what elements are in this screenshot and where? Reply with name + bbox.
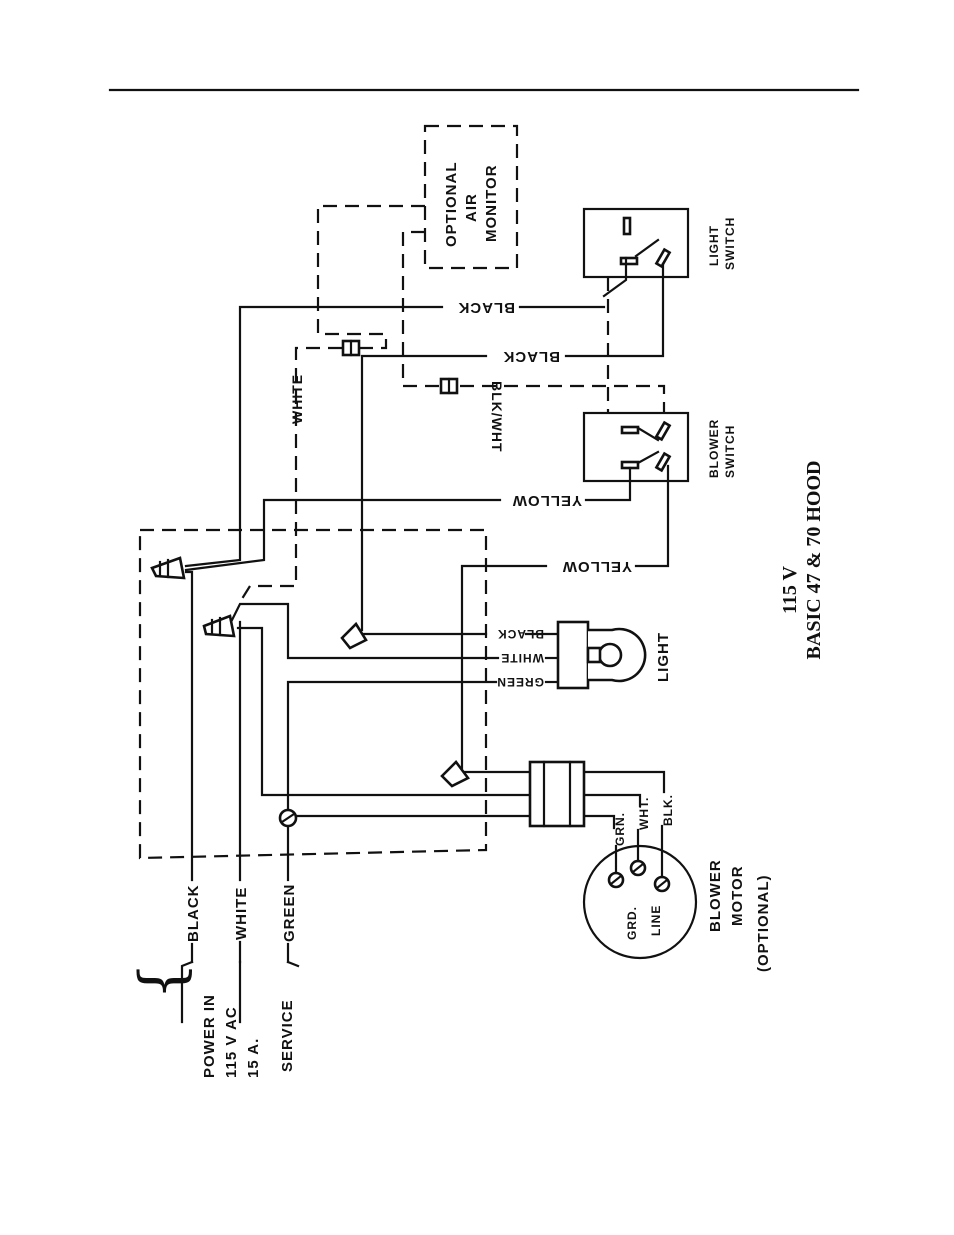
- light-green-lead: [288, 682, 496, 812]
- svg-text:LIGHT: LIGHT: [707, 225, 721, 266]
- svg-text:BLACK: BLACK: [497, 627, 544, 641]
- wire-label-yellow-1: YELLOW: [512, 492, 582, 509]
- svg-text:SWITCH: SWITCH: [723, 217, 737, 270]
- svg-text:BLOWER: BLOWER: [707, 419, 721, 478]
- svg-text:BLOWER: BLOWER: [707, 859, 724, 932]
- blower-switch-contacts: [622, 423, 670, 471]
- wire-nut-2: [204, 616, 234, 636]
- wire-label-in-white: WHITE: [233, 887, 250, 940]
- blower-motor-label: BLOWER MOTOR (OPTIONAL): [707, 859, 772, 972]
- svg-text:SERVICE: SERVICE: [279, 999, 296, 1072]
- yellow-1-wire: [186, 500, 500, 570]
- wire-label-blk-wht: BLK/WHT: [489, 381, 505, 453]
- blower-motor: [584, 826, 696, 958]
- svg-text:115 V AC: 115 V AC: [223, 1006, 240, 1078]
- in-black-wire: [186, 572, 192, 880]
- blower-switch-label: BLOWER SWITCH: [707, 419, 737, 478]
- light-fixture: [558, 622, 645, 688]
- svg-text:GRD.: GRD.: [625, 906, 639, 940]
- svg-text:AIR: AIR: [463, 193, 480, 222]
- svg-text:WHT.: WHT.: [637, 797, 651, 830]
- blower-switch-box: [584, 413, 688, 481]
- svg-text:MOTOR: MOTOR: [729, 865, 746, 926]
- svg-text:MONITOR: MONITOR: [483, 164, 500, 242]
- svg-text:GREEN: GREEN: [496, 675, 544, 689]
- ground-screw-icon: [280, 810, 296, 826]
- yellow-2-wire: [462, 566, 546, 768]
- light-label: LIGHT: [655, 632, 672, 682]
- air-monitor-blkwht-wire: [403, 232, 440, 386]
- svg-text:115 V: 115 V: [779, 565, 801, 614]
- air-monitor-loop-wire: [318, 206, 425, 348]
- wire-nut-4: [442, 762, 468, 786]
- svg-text:15 A.: 15 A.: [245, 1038, 262, 1078]
- svg-text:LINE: LINE: [649, 905, 663, 936]
- svg-text:BASIC 47 & 70 HOOD: BASIC 47 & 70 HOOD: [803, 461, 825, 660]
- svg-text:SWITCH: SWITCH: [723, 425, 737, 478]
- diagram-caption: 115 V BASIC 47 & 70 HOOD: [779, 461, 825, 660]
- wire-label-in-black: BLACK: [185, 885, 202, 943]
- motor-connector-block: [530, 762, 584, 826]
- wire-label-white: WHITE: [289, 374, 305, 424]
- brace-icon: {: [127, 962, 197, 1000]
- wire-nut-1: [152, 558, 184, 578]
- svg-text:GRN.: GRN.: [613, 812, 627, 846]
- wire-label-yellow-2: YELLOW: [562, 558, 632, 575]
- black-mid-wire: [362, 356, 486, 630]
- svg-text:WHITE: WHITE: [500, 651, 544, 665]
- wire-label-black-top: BLACK: [458, 299, 516, 316]
- light-white-lead: [232, 604, 498, 658]
- light-switch-box: [584, 209, 688, 277]
- light-switch-label: LIGHT SWITCH: [707, 217, 737, 270]
- svg-text:BLK.: BLK.: [661, 794, 675, 826]
- svg-text:(OPTIONAL): (OPTIONAL): [755, 875, 772, 973]
- power-in-label: POWER IN 115 V AC 15 A. SERVICE: [201, 994, 296, 1078]
- light-switch-contacts: [621, 218, 670, 266]
- svg-text:OPTIONAL: OPTIONAL: [443, 162, 460, 248]
- svg-text:POWER IN: POWER IN: [201, 994, 218, 1078]
- air-monitor-label: OPTIONAL AIR MONITOR: [443, 162, 500, 248]
- wire-label-in-green: GREEN: [281, 884, 298, 942]
- wire-label-black-mid: BLACK: [503, 348, 561, 365]
